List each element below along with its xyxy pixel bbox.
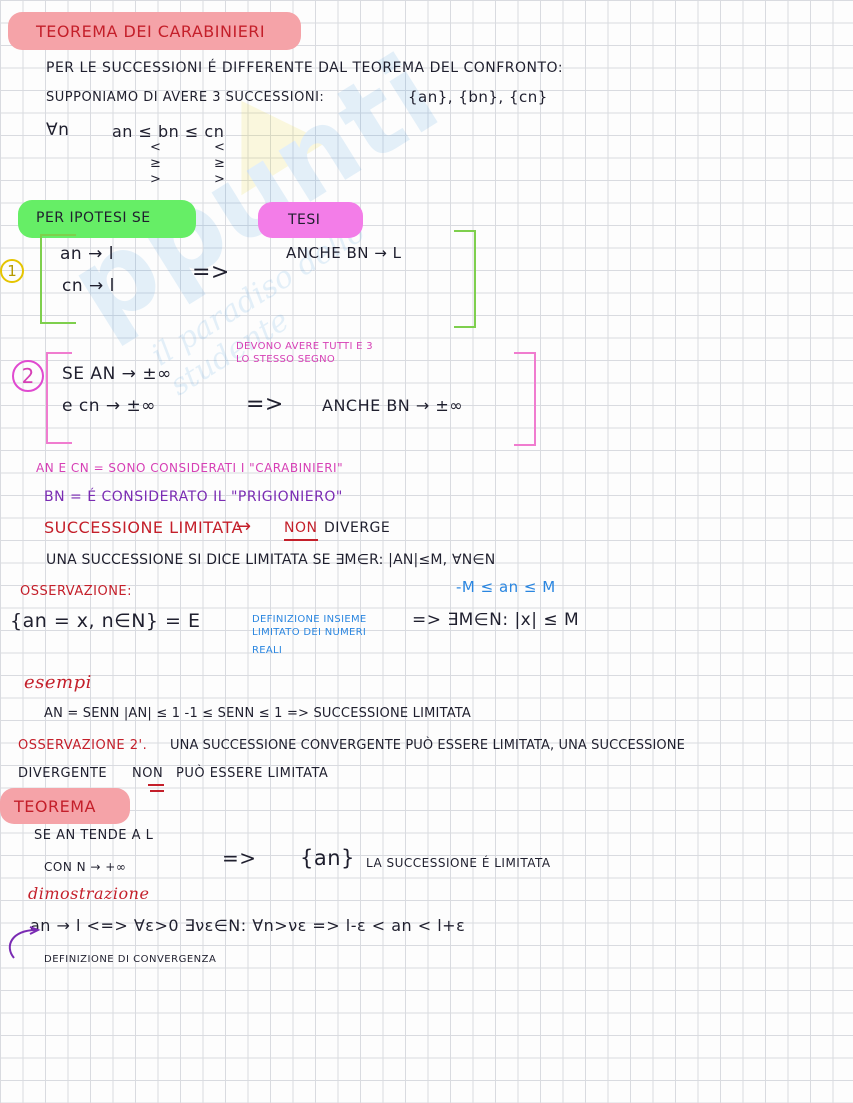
osservazione2-non-underline-2 (150, 790, 164, 792)
title-highlight (8, 12, 301, 50)
relation-gt: > > (150, 172, 226, 187)
esempi-title: esempi (24, 672, 92, 693)
osservazione2-text: una successione convergente può essere l… (170, 738, 685, 753)
limitata-title: Successione limitata (44, 518, 243, 537)
limitata-definition: Una successione si dice limitata se ∃M∈R… (46, 552, 496, 568)
dimostrazione-line: an → l <=> ∀ε>0 ∃νε∈N: ∀n>νε => l-ε < an… (30, 916, 466, 935)
case1-number-circle: 1 (0, 259, 24, 283)
osservazione-blue-3: reali (252, 645, 283, 656)
case2-left-bracket (46, 352, 72, 444)
case2-implies: => (246, 392, 284, 417)
osservazione-result: => ∃M∈N: |x| ≤ M (412, 610, 580, 630)
dimostrazione-note: definizione di convergenza (44, 954, 217, 965)
case1-left-bracket (40, 234, 76, 324)
case2-note-2: lo stesso segno (236, 354, 336, 365)
esempi-line: an = senn |an| ≤ 1 -1 ≤ senn ≤ 1 => succ… (44, 706, 472, 721)
teorema-implies: => (222, 846, 257, 870)
limitata-non-underline (284, 539, 318, 541)
osservazione2-non: non (132, 766, 164, 781)
case1-right-bracket (454, 230, 476, 328)
suppose-line: Supponiamo di avere 3 successioni: (46, 90, 325, 105)
osservazione2-rest: può essere limitata (176, 766, 329, 781)
sets-line: {an}, {bn}, {cn} (408, 88, 548, 106)
intro-line: Per le successioni é differente dal teor… (46, 60, 564, 76)
hypothesis-label: Per ipotesi se (36, 210, 151, 226)
relation-ge: ≥ ≥ (150, 156, 226, 171)
watermark-main: ppunti (48, 30, 460, 354)
case1-an: an → l (60, 244, 114, 264)
prigioniero-line: bn = é considerato il "prigioniero" (44, 489, 343, 505)
osservazione2-divergente: divergente (18, 766, 108, 781)
convergence-curved-arrow-icon (8, 926, 41, 959)
teorema-line-1: Se an tende a l (34, 828, 154, 843)
osservazione-blue-1: definizione insieme (252, 614, 367, 625)
case2-right-bracket (514, 352, 536, 446)
page-title: Teorema dei carabinieri (36, 22, 266, 41)
case1-cn: cn → l (62, 276, 115, 296)
limitata-rest: diverge (324, 520, 391, 536)
case1-thesis: anche bn → l (286, 244, 402, 262)
osservazione-blue-2: limitato dei numeri (252, 627, 367, 638)
case1-implies: => (192, 260, 230, 285)
case2-number-circle: 2 (12, 360, 44, 392)
carabinieri-line: an e cn = sono considerati i "carabinier… (36, 461, 344, 475)
thesis-label: Tesi (288, 212, 321, 228)
limitata-non: non (284, 520, 318, 536)
case2-thesis: anche bn → ±∞ (322, 396, 464, 415)
case2-note-1: devono avere tutti e 3 (236, 341, 373, 352)
osservazione2-non-underline-1 (148, 784, 164, 786)
osservazione2-label: Osservazione 2'. (18, 738, 148, 753)
inequality-line: an ≤ bn ≤ cn (112, 122, 225, 141)
case2-cn: e cn → ±∞ (62, 396, 156, 416)
osservazione-set: {an = x, n∈N} = E (10, 610, 201, 632)
hypothesis-highlight (18, 200, 196, 238)
forall-symbol: ∀n (46, 120, 70, 140)
teorema-highlight (0, 788, 130, 824)
case2-an: se an → ±∞ (62, 364, 172, 384)
dimostrazione-title: dimostrazione (28, 884, 150, 903)
teorema-set: {an} (300, 846, 355, 870)
limitata-note: -M ≤ an ≤ M (456, 578, 556, 596)
teorema-title: Teorema (14, 797, 96, 816)
teorema-result: la successione é limitata (366, 856, 551, 870)
osservazione-title: Osservazione: (20, 584, 133, 599)
teorema-line-2: con n → +∞ (44, 860, 127, 874)
limitata-arrow: → (236, 516, 252, 537)
relation-lt: < < (150, 140, 226, 155)
thesis-highlight (258, 202, 363, 238)
